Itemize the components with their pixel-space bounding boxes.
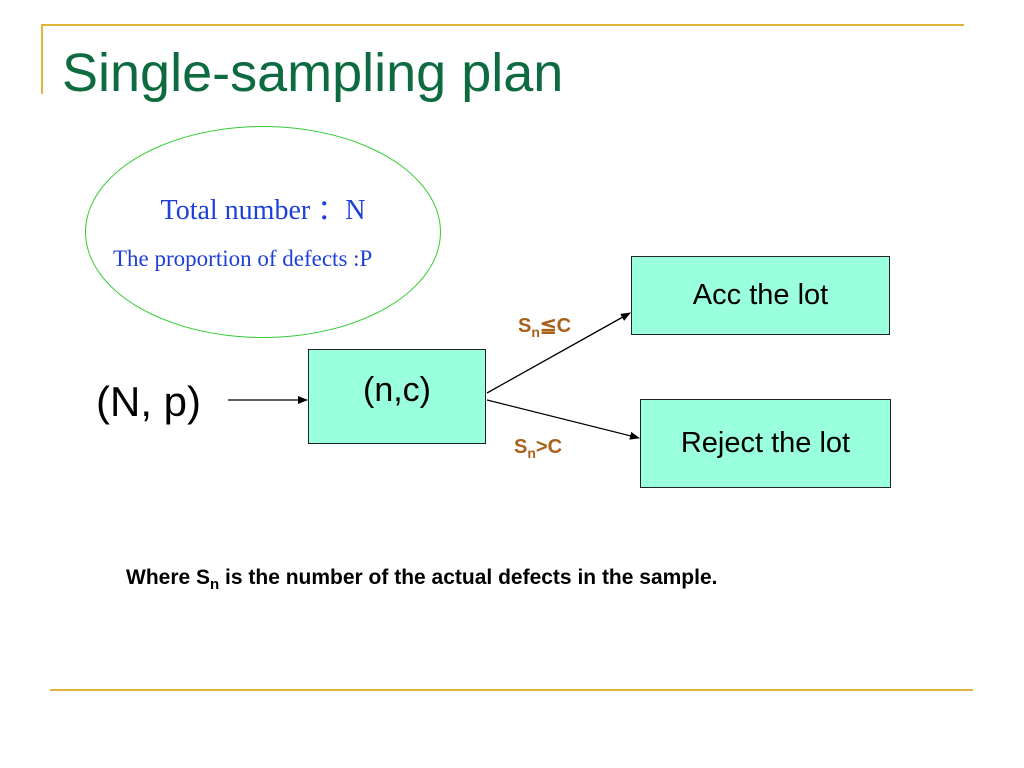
accept-lot-box: Acc the lot [631, 256, 890, 335]
slide-title: Single-sampling plan [62, 43, 564, 103]
accept-condition-rest: ≦C [539, 315, 572, 337]
total-number-label: Total number ：N [160, 195, 366, 226]
reject-condition-base: S [514, 436, 528, 458]
reject-lot-box: Reject the lot [640, 399, 891, 488]
frame-left-line [41, 24, 43, 94]
footnote-after: is the number of the actual defects in t… [219, 566, 718, 589]
accept-condition-base: S [518, 315, 532, 337]
parameters-oval [85, 126, 441, 338]
footnote: Where Sn is the number of the actual def… [126, 566, 717, 593]
input-label: (N, p) [96, 378, 201, 425]
reject-condition-subscript: n [527, 445, 536, 461]
footnote-before: Where S [126, 566, 211, 589]
footnote-subscript: n [210, 576, 220, 593]
reject-condition-rest: >C [535, 436, 563, 458]
accept-condition: Sn≦C [518, 313, 571, 340]
defect-proportion-label: The proportion of defects :P [113, 246, 373, 271]
frame-bottom-line [50, 689, 973, 691]
frame-top-line [41, 24, 964, 26]
sampling-plan-box: (n,c) [308, 349, 486, 444]
reject-arrow [486, 399, 640, 440]
accept-condition-subscript: n [531, 324, 540, 340]
accept-arrow [486, 312, 631, 394]
reject-condition: Sn>C [514, 436, 562, 461]
